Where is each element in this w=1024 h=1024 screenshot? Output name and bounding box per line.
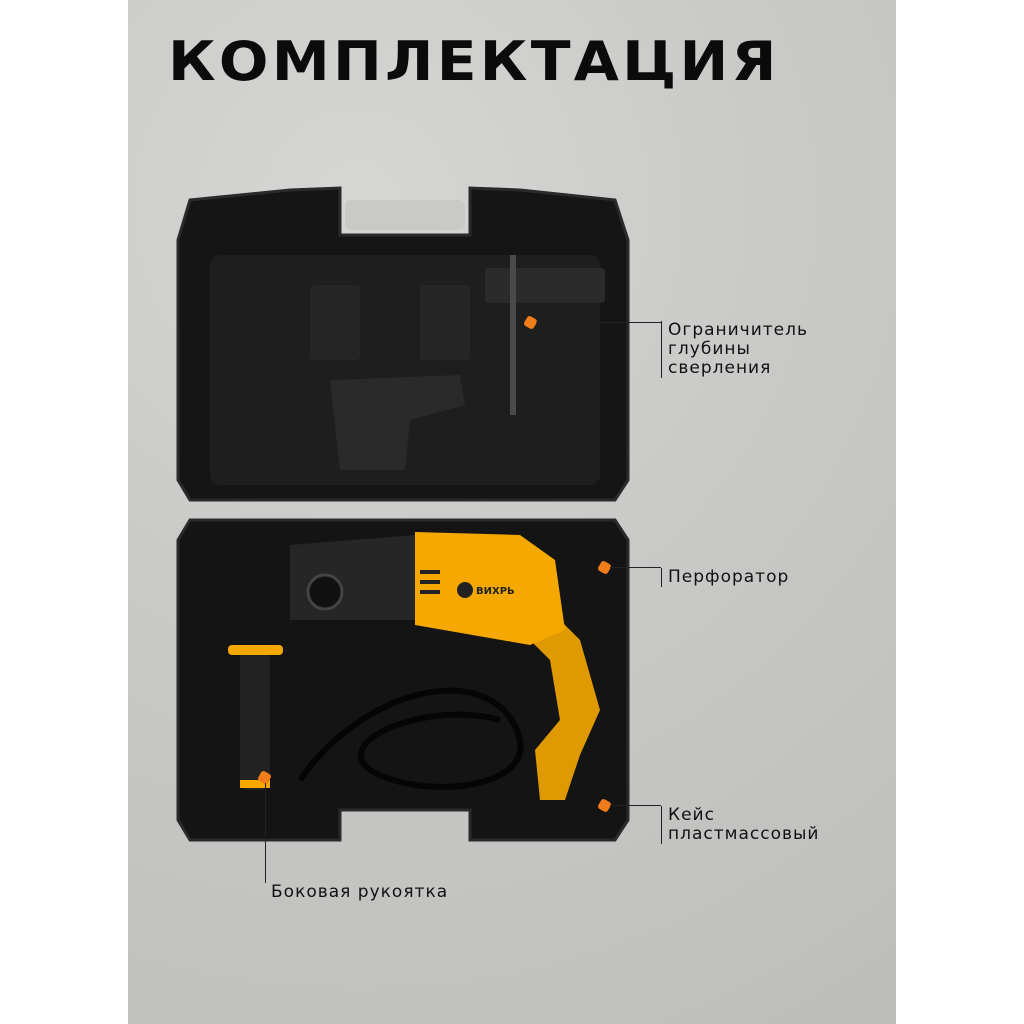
callout-text: Ограничитель <box>668 320 809 340</box>
leader-line <box>610 567 661 568</box>
leader-line <box>536 322 661 323</box>
callout-rotary-hammer: Перфоратор <box>661 568 789 587</box>
callout-text: пластмассовый <box>668 824 820 844</box>
page-title: КОМПЛЕКТАЦИЯ <box>168 30 780 93</box>
callout-text: глубины <box>668 339 751 359</box>
brand-logo: ВИХРЬ <box>476 586 515 597</box>
callout-text: Перфоратор <box>668 567 790 587</box>
leader-line <box>610 805 661 806</box>
callout-text: сверления <box>668 358 772 378</box>
tool-case-image: ВИХРЬ <box>176 186 630 842</box>
concrete-background <box>128 0 896 1024</box>
callout-text: Кейс <box>668 805 715 825</box>
callout-plastic-case: Кейс пластмассовый <box>661 806 819 844</box>
callout-depth-stop: Ограничитель глубины сверления <box>661 321 808 378</box>
leader-line <box>265 783 266 883</box>
callout-text: Боковая рукоятка <box>271 882 449 902</box>
callout-side-handle: Боковая рукоятка <box>265 883 448 902</box>
